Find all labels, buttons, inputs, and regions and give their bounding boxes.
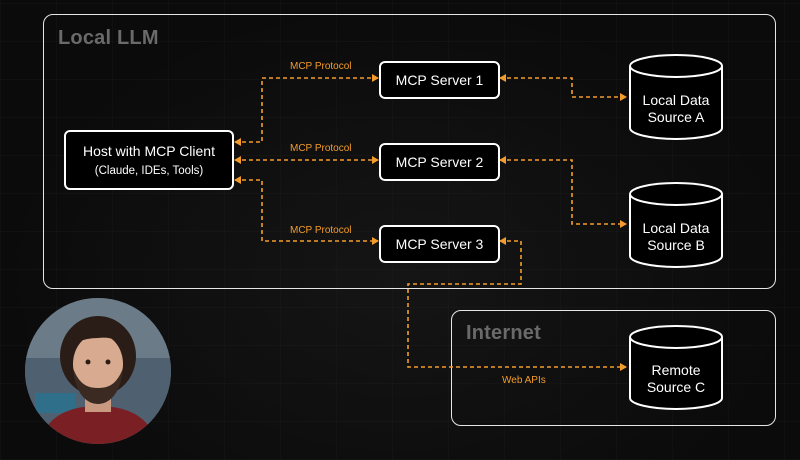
mcp-server-2: MCP Server 2 bbox=[379, 143, 500, 181]
edge-server2-sourceB bbox=[499, 156, 627, 228]
source-c-line2: Source C bbox=[646, 379, 706, 395]
protocol-label-3: MCP Protocol bbox=[290, 225, 352, 236]
source-b-line2: Source B bbox=[647, 237, 705, 253]
local-llm-region bbox=[43, 14, 776, 289]
source-c-label: Remote Source C bbox=[631, 362, 721, 396]
server-label: MCP Server 1 bbox=[395, 72, 484, 88]
host-subtitle: (Claude, IDEs, Tools) bbox=[94, 165, 204, 177]
source-a-label: Local Data Source A bbox=[631, 92, 721, 126]
edge-host-server1 bbox=[234, 74, 379, 146]
source-b-line1: Local Data bbox=[642, 220, 710, 236]
mcp-server-1: MCP Server 1 bbox=[379, 61, 500, 99]
server-label: MCP Server 2 bbox=[395, 154, 484, 170]
server-label: MCP Server 3 bbox=[395, 236, 484, 252]
edge-server3-sourceC bbox=[407, 237, 627, 371]
host-node: Host with MCP Client (Claude, IDEs, Tool… bbox=[64, 130, 234, 190]
protocol-label-1: MCP Protocol bbox=[290, 61, 352, 72]
presenter-avatar-icon bbox=[25, 298, 171, 444]
host-title: Host with MCP Client bbox=[82, 143, 215, 159]
source-a-line2: Source A bbox=[647, 109, 705, 125]
local-llm-title: Local LLM bbox=[58, 27, 159, 49]
database-icon-source-b bbox=[629, 182, 723, 268]
mcp-server-3: MCP Server 3 bbox=[379, 225, 500, 263]
database-icon-source-c bbox=[629, 325, 723, 410]
database-icon-source-a bbox=[629, 54, 723, 140]
source-a-line1: Local Data bbox=[642, 92, 710, 108]
protocol-label-2: MCP Protocol bbox=[290, 143, 352, 154]
source-c-line1: Remote bbox=[651, 362, 701, 378]
edge-server1-sourceA bbox=[499, 74, 627, 101]
web-apis-label: Web APIs bbox=[502, 375, 546, 386]
edge-host-server3 bbox=[234, 176, 379, 245]
source-b-label: Local Data Source B bbox=[631, 220, 721, 254]
